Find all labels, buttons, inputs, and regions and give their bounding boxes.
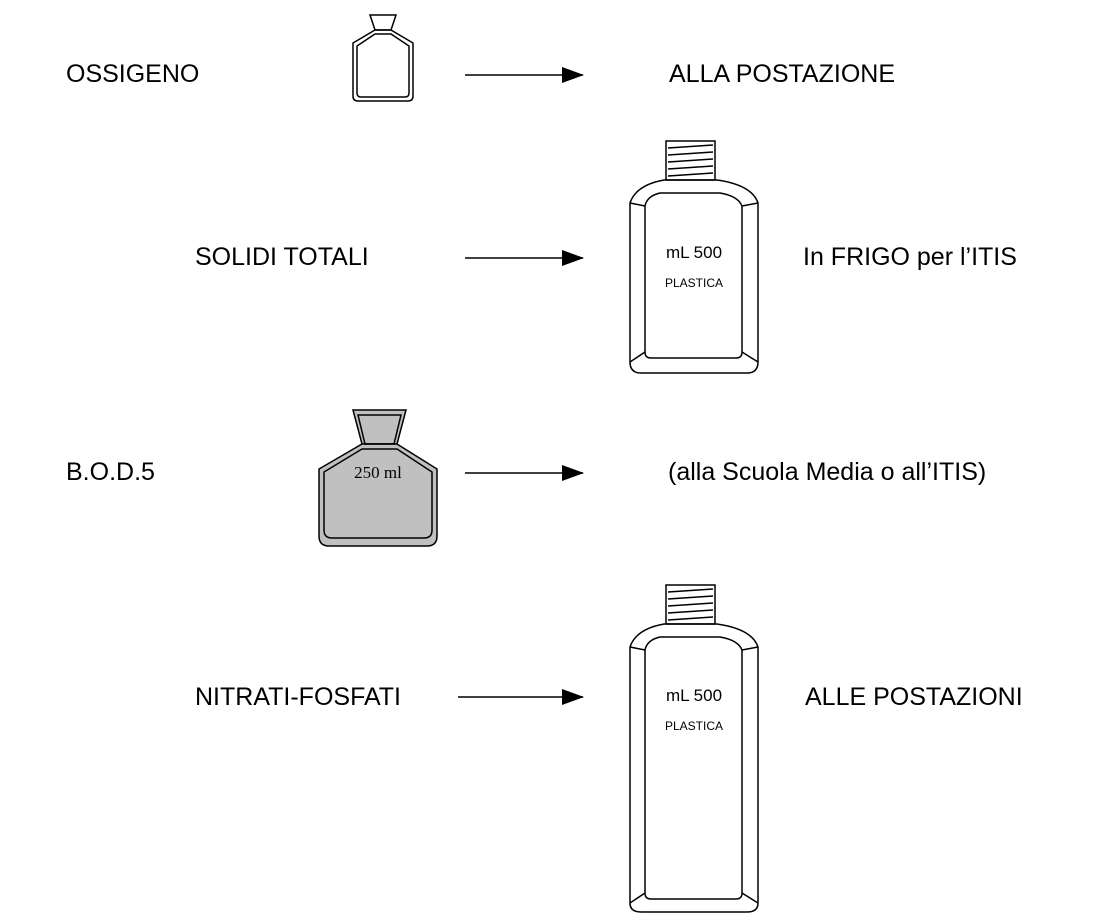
label-ossigeno: OSSIGENO	[66, 60, 200, 88]
plastic-bottle-nitrati-material: PLASTICA	[665, 719, 723, 733]
bod-bottle-volume: 250 ml	[354, 463, 402, 482]
destination-ossigeno: ALLA POSTAZIONE	[669, 60, 896, 88]
oxygen-bottle-icon	[352, 14, 414, 102]
plastic-bottle-nitrati-icon: mL 500 PLASTICA	[629, 584, 759, 913]
label-bod5: B.O.D.5	[66, 458, 155, 486]
label-nitrati-fosfati: NITRATI-FOSFATI	[195, 683, 402, 711]
bod-bottle-icon: 250 ml	[318, 409, 438, 547]
destination-solidi-totali: In FRIGO per l’ITIS	[803, 243, 1017, 271]
destination-nitrati-fosfati: ALLE POSTAZIONI	[805, 683, 1023, 711]
plastic-bottle-solidi-volume: mL 500	[666, 243, 722, 262]
plastic-bottle-nitrati-volume: mL 500	[666, 686, 722, 705]
plastic-bottle-solidi-icon: mL 500 PLASTICA	[629, 140, 759, 374]
plastic-bottle-solidi-material: PLASTICA	[665, 276, 723, 290]
label-solidi-totali: SOLIDI TOTALI	[195, 243, 369, 271]
destination-bod5: (alla Scuola Media o all’ITIS)	[668, 458, 987, 486]
